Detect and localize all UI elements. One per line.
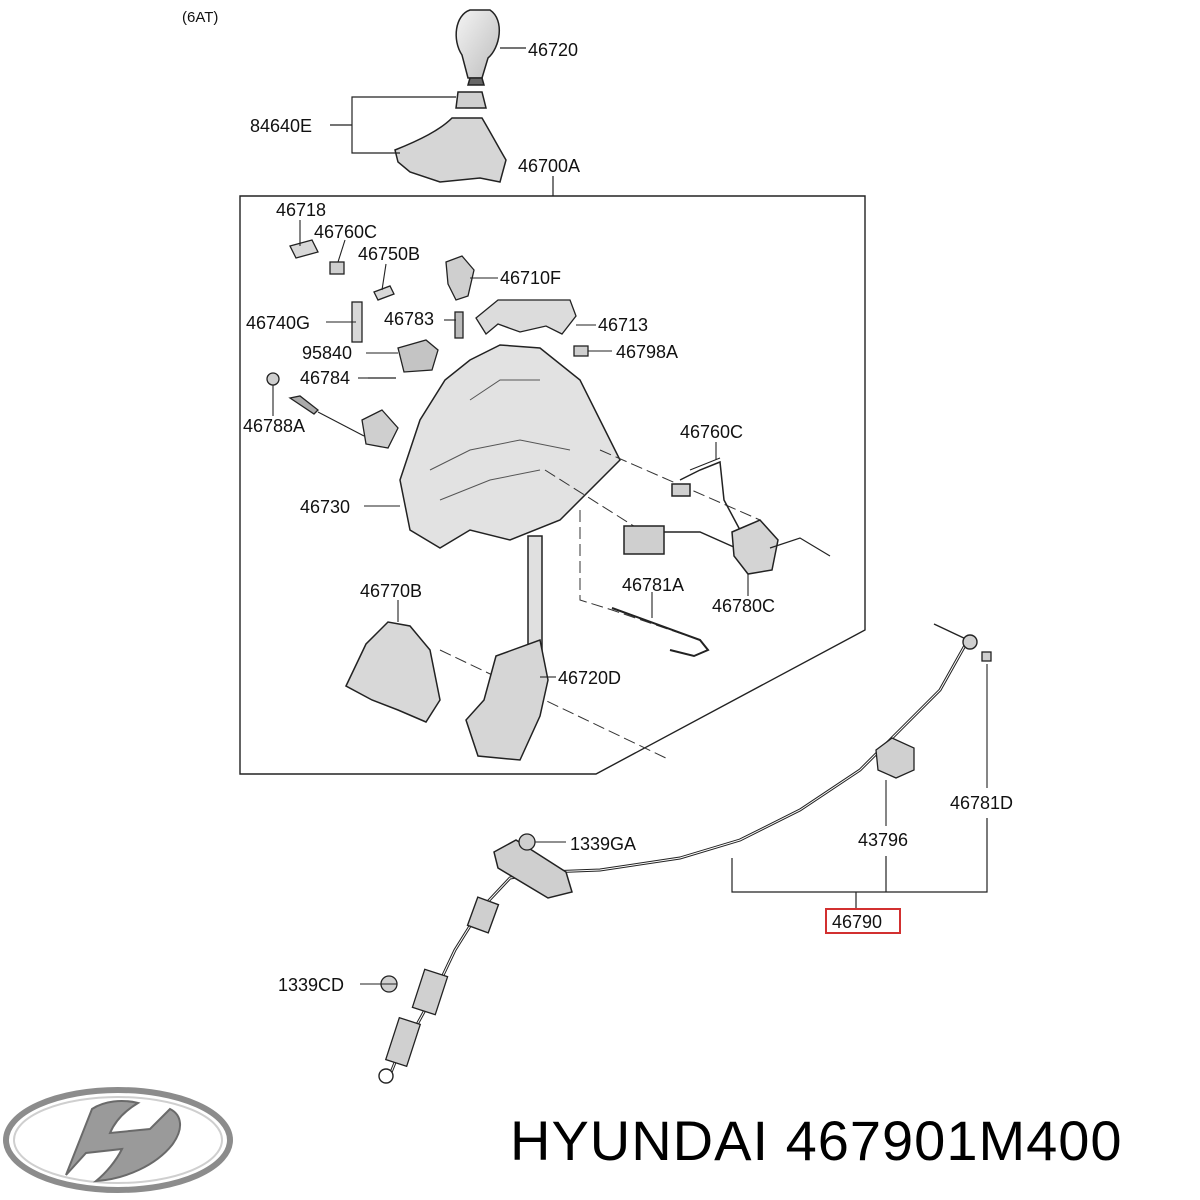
- label-nut-top: 46781D: [950, 793, 1013, 813]
- hyundai-logo-icon: [3, 1087, 233, 1193]
- label-nut-bottom: 1339CD: [278, 975, 344, 995]
- clip-drawing: [289, 239, 319, 259]
- shift-boot-drawing: [394, 117, 507, 183]
- solenoid-drawing: [397, 339, 439, 373]
- label-clip: 46718: [276, 200, 326, 220]
- indicator-drawing: [475, 299, 577, 335]
- part-title: HYUNDAI 467901M400: [510, 1108, 1123, 1173]
- spring-drawing: [454, 311, 464, 339]
- shift-cable-drawing: [386, 623, 970, 1081]
- label-lever: 46770B: [360, 581, 422, 601]
- label-nut-mid: 1339GA: [570, 834, 636, 854]
- assembly-group-box: [239, 195, 866, 775]
- label-solenoid: 95840: [302, 343, 352, 363]
- wire-clip-drawing: [623, 457, 741, 555]
- rod-drawing: [611, 607, 710, 658]
- lever-drawing: [345, 621, 441, 723]
- variant-label: (6AT): [182, 9, 218, 26]
- label-switch: 46780C: [712, 596, 775, 616]
- bolt-drawing: [288, 395, 319, 415]
- label-assembly: 46700A: [518, 156, 580, 176]
- label-bracket-left: 46740G: [246, 313, 310, 333]
- label-lever-shaft: 46720D: [558, 668, 621, 688]
- label-wire-clip: 46760C: [680, 422, 743, 442]
- grommet-bolt-drawing: [361, 409, 399, 449]
- nut-top-drawing: [981, 651, 992, 662]
- label-boot-set: 84640E: [250, 116, 312, 136]
- label-clip-upper: 46760C: [314, 222, 377, 242]
- switch-drawing: [731, 519, 779, 575]
- label-spring: 46783: [384, 309, 434, 329]
- cable-highlight-box: [825, 908, 901, 934]
- label-indicator: 46713: [598, 315, 648, 335]
- cable-end-drawing: [962, 634, 978, 650]
- button-drawing: [445, 255, 475, 301]
- boot-collar-drawing: [455, 91, 487, 109]
- nut-mid-drawing: [518, 833, 536, 851]
- cable-eye-drawing: [378, 1068, 394, 1084]
- cable-plate-drawing: [493, 839, 573, 899]
- gear-knob-drawing: [455, 9, 500, 86]
- label-bushing: 46798A: [616, 342, 678, 362]
- label-knob: 46720: [528, 40, 578, 60]
- label-rod: 46781A: [622, 575, 684, 595]
- cable-boot-drawing: [384, 968, 449, 1068]
- clip-upper-drawing: [329, 261, 345, 275]
- cable-sleeve-drawing: [466, 896, 500, 934]
- label-cable: 46790: [832, 912, 882, 932]
- label-button: 46710F: [500, 268, 561, 288]
- pin-drawing: [373, 285, 395, 301]
- label-pin: 46750B: [358, 244, 420, 264]
- label-grommet-bolt: 46788A: [243, 416, 305, 436]
- bushing-drawing: [573, 345, 589, 357]
- label-pin-small: 46784: [300, 368, 350, 388]
- grommet-small-drawing: [266, 372, 280, 386]
- part-number: 467901M400: [785, 1109, 1123, 1172]
- brand-name: HYUNDAI: [510, 1109, 770, 1172]
- grommet-drawing: [875, 737, 915, 779]
- label-grommet: 43796: [858, 830, 908, 850]
- label-housing: 46730: [300, 497, 350, 517]
- shifter-housing-drawing: [399, 344, 621, 549]
- lever-shaft-drawing: [465, 535, 549, 761]
